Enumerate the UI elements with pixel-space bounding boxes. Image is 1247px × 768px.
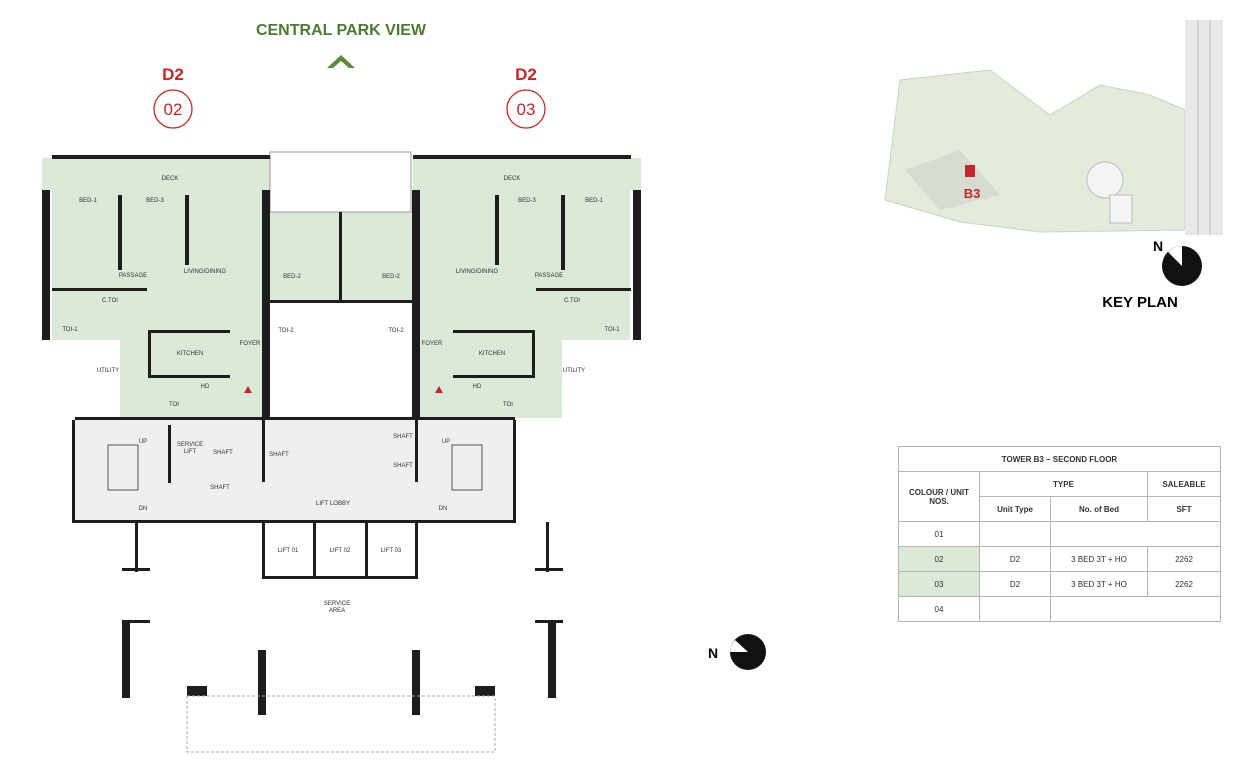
room-label: TOI bbox=[503, 402, 513, 408]
room-label: BED-3 bbox=[518, 198, 536, 204]
type-cell bbox=[979, 596, 1051, 622]
room-label: DECK bbox=[504, 176, 521, 182]
table-row: 01 bbox=[898, 521, 1221, 547]
unit-02-area bbox=[42, 158, 270, 418]
table-row: 02 D2 3 BED 3T + HO 2262 bbox=[898, 546, 1221, 572]
room-label: UTILITY bbox=[97, 368, 119, 374]
room-label: BED-2 bbox=[283, 274, 301, 280]
unit-cell: 04 bbox=[898, 596, 980, 622]
tower-b3-marker bbox=[965, 165, 975, 177]
room-label: LIVING/DINING bbox=[456, 269, 499, 275]
key-plan-map bbox=[884, 20, 1223, 235]
room-label: PASSAGE bbox=[119, 273, 147, 279]
room-label: SERVICE bbox=[324, 601, 350, 607]
type-cell: D2 bbox=[979, 571, 1051, 597]
room-label: HD bbox=[473, 384, 482, 390]
sub-unit-type: Unit Type bbox=[979, 496, 1051, 522]
room-label: FOYER bbox=[240, 341, 261, 347]
room-label: PASSAGE bbox=[535, 273, 563, 279]
unit-number: 03 bbox=[517, 100, 536, 119]
unit-type-label: D2 bbox=[162, 65, 184, 84]
room-label: TOI-1 bbox=[62, 327, 78, 333]
room-label: TOI bbox=[169, 402, 179, 408]
stair-core bbox=[107, 444, 139, 491]
sft-cell: 2262 bbox=[1147, 571, 1221, 597]
lift-label: LIFT 01 bbox=[278, 548, 299, 554]
unit-cell: 02 bbox=[898, 546, 980, 572]
room-label: BED-3 bbox=[146, 198, 164, 204]
unit-cell: 01 bbox=[898, 521, 980, 547]
stair-label: DN bbox=[439, 506, 448, 512]
room-label: SHAFT bbox=[213, 450, 233, 456]
unit-type-label: D2 bbox=[515, 65, 537, 84]
lift-label: LIFT 02 bbox=[330, 548, 351, 554]
room-label: LIFT LOBBY bbox=[316, 501, 350, 507]
col-saleable: SALEABLE bbox=[1147, 471, 1221, 497]
room-label: LIFT bbox=[184, 449, 197, 455]
room-label: TOI-1 bbox=[604, 327, 620, 333]
stair-label: UP bbox=[442, 439, 450, 445]
unit-number-circle bbox=[506, 89, 546, 129]
table-title: TOWER B3 – SECOND FLOOR bbox=[898, 446, 1221, 472]
beds-cell: 3 BED 3T + HO bbox=[1050, 546, 1148, 572]
beds-cell bbox=[1050, 596, 1221, 622]
stair-core bbox=[451, 444, 483, 491]
room-label: AREA bbox=[329, 608, 345, 614]
room-label: SHAFT bbox=[393, 463, 413, 469]
room-label: BED-1 bbox=[79, 198, 97, 204]
col-type: TYPE bbox=[979, 471, 1148, 497]
room-label: C.TOI bbox=[102, 298, 118, 304]
room-label: SERVICE bbox=[177, 442, 203, 448]
north-label: N bbox=[708, 645, 718, 661]
room-label: SHAFT bbox=[393, 434, 413, 440]
unit-table: TOWER B3 – SECOND FLOOR COLOUR / UNIT NO… bbox=[898, 446, 1221, 622]
room-label: C.TOI bbox=[564, 298, 580, 304]
room-label: TOI-2 bbox=[388, 328, 404, 334]
entry-marker-icon bbox=[244, 386, 252, 393]
room-label: KITCHEN bbox=[177, 351, 203, 357]
room-label: BED-2 bbox=[382, 274, 400, 280]
table-row: 03 D2 3 BED 3T + HO 2262 bbox=[898, 571, 1221, 597]
walls bbox=[42, 155, 641, 715]
beds-cell: 3 BED 3T + HO bbox=[1050, 571, 1148, 597]
central-void bbox=[270, 302, 412, 420]
unit-number-circle bbox=[153, 89, 193, 129]
north-compass-icon bbox=[1162, 246, 1202, 286]
key-plan-north-label: N bbox=[1153, 238, 1163, 254]
room-label: LIVING/DINING bbox=[184, 269, 227, 275]
room-label: KITCHEN bbox=[479, 351, 505, 357]
col-unit: COLOUR / UNIT NOS. bbox=[898, 471, 980, 522]
unit-03-area bbox=[413, 158, 641, 418]
unit-cell: 03 bbox=[898, 571, 980, 597]
stair-label: DN bbox=[139, 506, 148, 512]
type-cell: D2 bbox=[979, 546, 1051, 572]
beds-cell bbox=[1050, 521, 1221, 547]
view-label: CENTRAL PARK VIEW bbox=[256, 22, 427, 39]
sub-sft: SFT bbox=[1147, 496, 1221, 522]
room-label: SHAFT bbox=[269, 452, 289, 458]
key-plan-title: KEY PLAN bbox=[1102, 294, 1178, 311]
unit-number: 02 bbox=[164, 100, 183, 119]
lift-lobby-area bbox=[75, 420, 515, 522]
table-row: 04 bbox=[898, 596, 1221, 622]
room-label: UTILITY bbox=[563, 368, 585, 374]
room-label: TOI-2 bbox=[278, 328, 294, 334]
room-label: SHAFT bbox=[210, 485, 230, 491]
room-label: HD bbox=[201, 384, 210, 390]
sft-cell: 2262 bbox=[1147, 546, 1221, 572]
sub-beds: No. of Bed bbox=[1050, 496, 1148, 522]
room-label: FOYER bbox=[422, 341, 443, 347]
entry-marker-icon bbox=[435, 386, 443, 393]
room-label: BED-1 bbox=[585, 198, 603, 204]
dashed-outline bbox=[186, 695, 496, 753]
tower-label: B3 bbox=[964, 186, 981, 201]
chevron-up-icon bbox=[327, 55, 355, 68]
stair-label: UP bbox=[139, 439, 147, 445]
void bbox=[269, 151, 412, 213]
type-cell bbox=[979, 521, 1051, 547]
north-compass-icon bbox=[730, 634, 766, 670]
lift-label: LIFT 03 bbox=[381, 548, 402, 554]
room-label: DECK bbox=[162, 176, 179, 182]
